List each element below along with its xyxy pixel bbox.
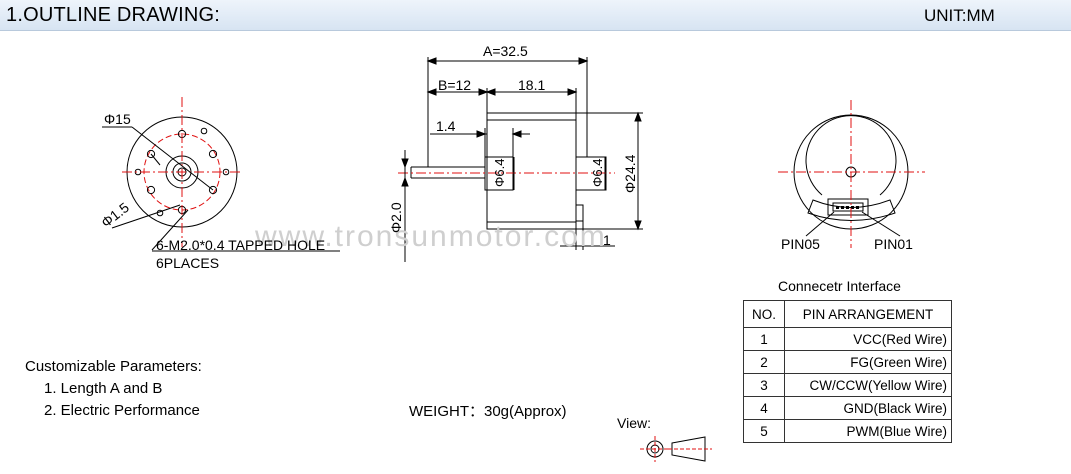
tapped-hole-label: 6-M2.0*0.4 TAPPED HOLE	[156, 237, 326, 253]
pin-arrangement-cell: GND(Black Wire)	[784, 396, 952, 420]
dim-14-label: 1.4	[436, 118, 456, 134]
phi15-label: Φ15	[104, 111, 131, 127]
pin-arrangement-cell: VCC(Red Wire)	[784, 327, 952, 351]
rear-connector	[827, 198, 869, 216]
pin-arrangement-table: NO. PIN ARRANGEMENT 1 VCC(Red Wire) 2 FG…	[743, 300, 952, 443]
watermark: www.tronsunmotor.com	[255, 220, 607, 253]
dim-phi64-left-label: Φ6.4	[492, 158, 507, 187]
page-title: 1.OUTLINE DRAWING:	[6, 4, 220, 26]
table-row: 2 FG(Green Wire)	[743, 350, 952, 374]
dim-phi244-label: Φ24.4	[622, 154, 638, 193]
tapped-hole-leader	[151, 209, 189, 251]
pin-arrangement-cell: PWM(Blue Wire)	[784, 419, 952, 443]
params-title: Customizable Parameters:	[25, 358, 202, 375]
dim-a-label: A=32.5	[483, 43, 528, 59]
table-header-row: NO. PIN ARRANGEMENT	[743, 300, 952, 328]
pin-no-cell: 5	[743, 419, 785, 443]
pin05-label: PIN05	[781, 236, 820, 252]
param-item: 2. Electric Performance	[44, 402, 200, 419]
table-row: 1 VCC(Red Wire)	[743, 327, 952, 351]
places-label: 6PLACES	[156, 255, 220, 271]
weight-label: WEIGHT：30g(Approx)	[409, 403, 567, 420]
table-row: 4 GND(Black Wire)	[743, 396, 952, 420]
pin-arrangement-cell: FG(Green Wire)	[784, 350, 952, 374]
rear-view	[778, 100, 925, 248]
phi15-leader-2	[131, 126, 214, 191]
column-header-no: NO.	[743, 300, 785, 328]
column-header-pin: PIN ARRANGEMENT	[784, 300, 952, 328]
dim-body-label: 18.1	[518, 77, 546, 93]
pin01-label: PIN01	[874, 236, 913, 252]
pin-arrangement-cell: CW/CCW(Yellow Wire)	[784, 373, 952, 397]
connector-tab	[575, 204, 584, 222]
dim-phi20-label: Φ2.0	[388, 202, 404, 233]
view-label: View:	[617, 415, 651, 431]
pin-no-cell: 4	[743, 396, 785, 420]
rear-inner-arc	[805, 115, 897, 196]
table-row: 3 CW/CCW(Yellow Wire)	[743, 373, 952, 397]
pin01-leader	[861, 211, 901, 237]
front-view	[102, 97, 340, 252]
dim-phi64-right-label: Φ6.4	[590, 158, 605, 187]
table-row: 5 PWM(Blue Wire)	[743, 419, 952, 443]
pin-no-cell: 2	[743, 350, 785, 374]
pin05-leader	[805, 211, 835, 237]
param-item: 1. Length A and B	[44, 380, 163, 397]
side-view	[398, 57, 643, 262]
header-bar: 1.OUTLINE DRAWING: UNIT:MM	[0, 0, 1071, 31]
dim-1-label: 1	[603, 232, 611, 248]
rear-connector-inner	[832, 202, 864, 212]
connector-title: Connecetr Interface	[778, 278, 901, 294]
phi15-leader-3	[150, 153, 161, 166]
dim-b-label: B=12	[438, 77, 472, 93]
unit-label: UNIT:MM	[924, 6, 995, 25]
projection-symbol	[640, 436, 712, 462]
phi15small-leader	[111, 204, 181, 229]
pin-no-cell: 1	[743, 327, 785, 351]
pin-no-cell: 3	[743, 373, 785, 397]
